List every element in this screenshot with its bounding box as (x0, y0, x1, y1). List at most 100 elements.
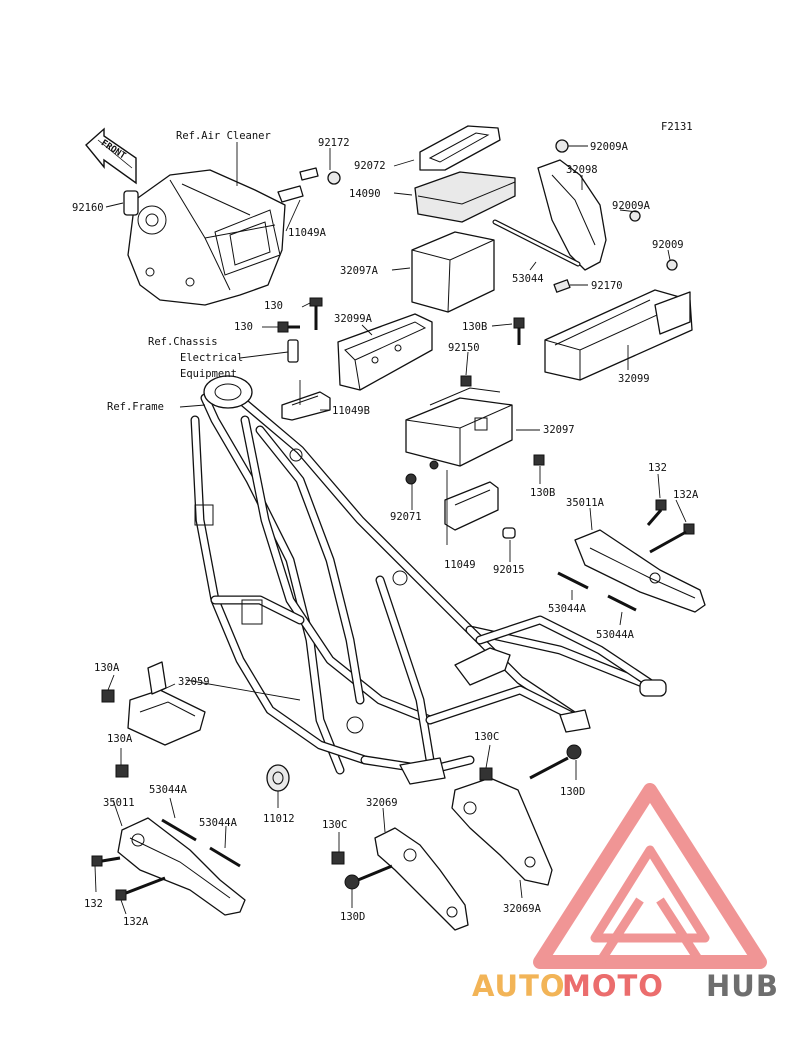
label-130-a: 130 (264, 300, 283, 312)
bracket-32059 (127, 661, 206, 746)
label-92071: 92071 (390, 511, 422, 523)
pin-53044a-l1 (161, 818, 197, 842)
ref-air-cleaner: Ref.Air Cleaner (176, 130, 271, 142)
label-92009a-top: 92009A (590, 141, 629, 153)
part-number-labels: 92172 92072 14090 92160 11049A 92009A 32… (72, 137, 699, 928)
label-92072: 92072 (354, 160, 386, 172)
bolt-130-upper (309, 297, 323, 330)
label-32099: 32099 (618, 373, 650, 385)
bolt-130b-low (533, 454, 545, 466)
leader-lines (94, 142, 687, 915)
watermark-triangle-logo (533, 783, 767, 969)
label-53044a-l2: 53044A (199, 817, 238, 829)
label-130c-right: 130C (474, 731, 499, 743)
bolt-130b-top (513, 317, 525, 345)
label-53044a-l1: 53044A (149, 784, 188, 796)
bolt-130-lower (277, 321, 300, 333)
label-132a-low: 132A (123, 916, 149, 928)
pin-53044a-r2 (607, 594, 637, 612)
ref-chassis-line1: Ref.Chassis (148, 336, 218, 348)
pin-53044a-l2 (209, 846, 241, 868)
bracket-11049 (444, 481, 499, 531)
side-cover-32098 (537, 139, 641, 271)
bolt-92009 (666, 259, 678, 271)
label-130b-low: 130B (530, 487, 555, 499)
label-132-top: 132 (648, 462, 667, 474)
bracket-32069a (451, 777, 553, 886)
bolt-130a-top (101, 689, 115, 703)
ref-frame: Ref.Frame (107, 401, 164, 413)
main-frame (190, 375, 667, 785)
label-92009a-mid: 92009A (612, 200, 651, 212)
label-11012: 11012 (263, 813, 295, 825)
nut-92172 (327, 171, 341, 185)
pin-53044a-r1 (557, 571, 589, 590)
label-92172: 92172 (318, 137, 350, 149)
label-92009: 92009 (652, 239, 684, 251)
label-32099a: 32099A (334, 313, 373, 325)
tray-32099a (337, 313, 433, 391)
label-53044: 53044 (512, 273, 544, 285)
label-92160: 92160 (72, 202, 104, 214)
battery-32097a (411, 231, 495, 313)
label-92170: 92170 (591, 280, 623, 292)
label-92015: 92015 (493, 564, 525, 576)
bolt-130d-right (529, 744, 582, 780)
watermark-moto: MOTO (562, 969, 664, 1003)
label-130b-top: 130B (462, 321, 487, 333)
bracket-32069 (374, 827, 469, 931)
label-130a-top: 130A (94, 662, 120, 674)
label-11049: 11049 (444, 559, 476, 571)
bolt-130d-left (344, 864, 393, 890)
label-11049a: 11049A (288, 227, 327, 239)
watermark-auto: AUTO (472, 969, 566, 1003)
label-130-b: 130 (234, 321, 253, 333)
label-130d-left: 130D (340, 911, 365, 923)
ref-chassis-line2: Electrical (180, 352, 243, 364)
label-53044a-r1: 53044A (548, 603, 587, 615)
bracket-11049b (281, 391, 331, 421)
label-132-low: 132 (84, 898, 103, 910)
battery-case-32099 (544, 289, 693, 381)
nut-92071 (405, 473, 417, 485)
cover-14090 (414, 171, 516, 223)
label-32059: 32059 (178, 676, 210, 688)
bolt-130c-left (331, 851, 345, 865)
clamp-chassis (287, 339, 299, 363)
bolt-130c-right (479, 767, 493, 781)
bolt-132a-low (115, 876, 166, 901)
strap-92072 (419, 125, 501, 171)
label-11049b: 11049B (332, 405, 370, 417)
collar-92015 (502, 527, 516, 539)
bolt-132-top (646, 499, 667, 526)
ref-chassis-line3: Equipment (180, 368, 237, 380)
bolt-92150 (460, 375, 472, 387)
label-92150: 92150 (448, 342, 480, 354)
label-132a-top: 132A (673, 489, 699, 501)
label-130c-left: 130C (322, 819, 347, 831)
watermark-hub: HUB (706, 969, 779, 1003)
watermark-text: AUTO MOTO HUB (472, 969, 779, 1003)
label-14090: 14090 (349, 188, 381, 200)
nut-92071-b (429, 460, 439, 470)
figure-code: F2131 (661, 121, 693, 133)
bracket-11049a (277, 167, 319, 203)
bolt-132a-top (649, 523, 695, 554)
label-32097: 32097 (543, 424, 575, 436)
front-arrow-icon: FRONT (85, 127, 137, 185)
label-32097a: 32097A (340, 265, 379, 277)
air-cleaner-housing (127, 169, 286, 306)
battery-holder-32097 (405, 387, 513, 467)
label-32098: 32098 (566, 164, 598, 176)
clip-92170 (553, 279, 571, 293)
reference-labels: Ref.Air Cleaner Ref.Chassis Electrical E… (107, 130, 271, 413)
bracket-35011a (574, 529, 706, 613)
bolt-130a-low (115, 764, 129, 778)
label-32069a: 32069A (503, 903, 542, 915)
bracket-35011 (117, 817, 246, 916)
label-130d-right: 130D (560, 786, 585, 798)
label-35011: 35011 (103, 797, 135, 809)
damper-92160 (123, 190, 139, 216)
label-53044a-r2: 53044A (596, 629, 635, 641)
